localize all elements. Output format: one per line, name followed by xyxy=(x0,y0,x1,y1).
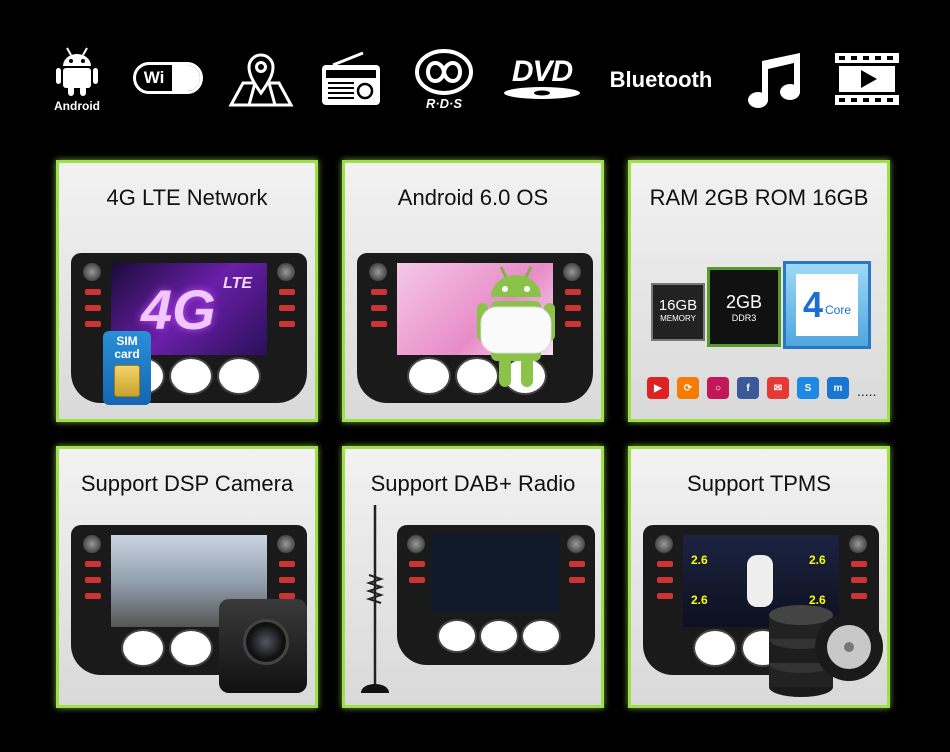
map-pin-icon xyxy=(228,53,294,107)
card-title: 4G LTE Network xyxy=(106,185,268,210)
rds-icon xyxy=(415,48,473,95)
android-marshmallow-icon xyxy=(477,266,555,387)
head-unit-image xyxy=(397,525,595,665)
sim-card-label: SIM card xyxy=(114,334,140,361)
card-title: Android 6.0 OS xyxy=(397,185,549,210)
disc-icon xyxy=(504,87,580,99)
tire-pressure-rear-left: 2.6 xyxy=(691,593,708,607)
tire-pressure-front-left: 2.6 xyxy=(691,553,708,567)
4g-badge: 4G xyxy=(141,278,216,341)
music-note-icon xyxy=(748,53,800,108)
unit-screen: 4G LTE xyxy=(111,263,267,355)
ram-chip: 2GB DDR3 xyxy=(707,267,781,347)
video-film-icon xyxy=(835,53,899,105)
tire-pressure-front-right: 2.6 xyxy=(809,553,826,567)
more-apps-dots: ..... xyxy=(857,383,877,399)
dab-antenna-icon xyxy=(361,505,389,693)
bluetooth-feature: Bluetooth xyxy=(600,62,722,98)
feature-icon-bar: Android Wi xyxy=(0,0,950,150)
bluetooth-label: Bluetooth xyxy=(609,67,713,92)
ram-value: 2GB xyxy=(725,292,763,312)
card-title: Support TPMS xyxy=(687,471,831,496)
card-title: Support DAB+ Radio xyxy=(370,471,576,496)
wifi-feature: Wi xyxy=(130,58,206,98)
rom-chip: 16GB MEMORY xyxy=(651,283,705,341)
tires-image xyxy=(769,605,883,697)
card-title: RAM 2GB ROM 16GB xyxy=(649,185,869,210)
gps-feature xyxy=(224,48,298,110)
dvd-feature: DVD xyxy=(500,56,584,102)
video-feature xyxy=(832,48,902,110)
youtube-icon: ▶ xyxy=(647,377,669,399)
rds-label: R·D·S xyxy=(425,95,463,111)
car-top-icon xyxy=(747,555,773,607)
quad-core-chip: 4 Core xyxy=(783,261,871,349)
tire-pressure-rear-right: 2.6 xyxy=(809,593,826,607)
android-label: Android xyxy=(54,99,100,113)
sync-app-icon: ⟳ xyxy=(677,377,699,399)
radio-feature xyxy=(318,48,384,110)
android-icon xyxy=(56,47,98,96)
wifi-icon: Wi xyxy=(133,62,203,94)
ram-label: DDR3 xyxy=(731,313,757,323)
mail-icon: ✉ xyxy=(767,377,789,399)
rom-label: MEMORY xyxy=(660,314,696,323)
rom-value: 16GB xyxy=(658,297,698,314)
core-number: 4 xyxy=(802,284,823,325)
rds-feature: R·D·S xyxy=(412,44,476,114)
feature-card-dab: Support DAB+ Radio xyxy=(342,446,604,708)
feature-card-4g: 4G LTE Network 4G LTE SIM card xyxy=(56,160,318,422)
card-title: Support DSP Camera xyxy=(80,471,294,496)
dash-camera-image xyxy=(219,599,307,693)
facebook-icon: f xyxy=(737,377,759,399)
skype-icon: S xyxy=(797,377,819,399)
feature-card-camera: Support DSP Camera xyxy=(56,446,318,708)
sim-card-image: SIM card xyxy=(103,331,151,405)
core-label: Core xyxy=(825,303,852,317)
unit-screen xyxy=(431,533,559,613)
android-feature: Android xyxy=(48,42,106,117)
dvd-label: DVD xyxy=(511,55,573,88)
feature-card-android: Android 6.0 OS xyxy=(342,160,604,422)
radio-icon xyxy=(322,51,380,105)
music-feature xyxy=(744,48,806,110)
lte-badge: LTE xyxy=(223,275,253,292)
feature-card-tpms: Support TPMS 2.6 2.6 2.6 2.6 xyxy=(628,446,890,708)
circle-app-icon: ○ xyxy=(707,377,729,399)
head-unit-image: 4G LTE xyxy=(71,253,307,403)
feature-card-memory: RAM 2GB ROM 16GB 16GB MEMORY 2GB DDR3 4 … xyxy=(628,160,890,422)
msn-icon: m xyxy=(827,377,849,399)
